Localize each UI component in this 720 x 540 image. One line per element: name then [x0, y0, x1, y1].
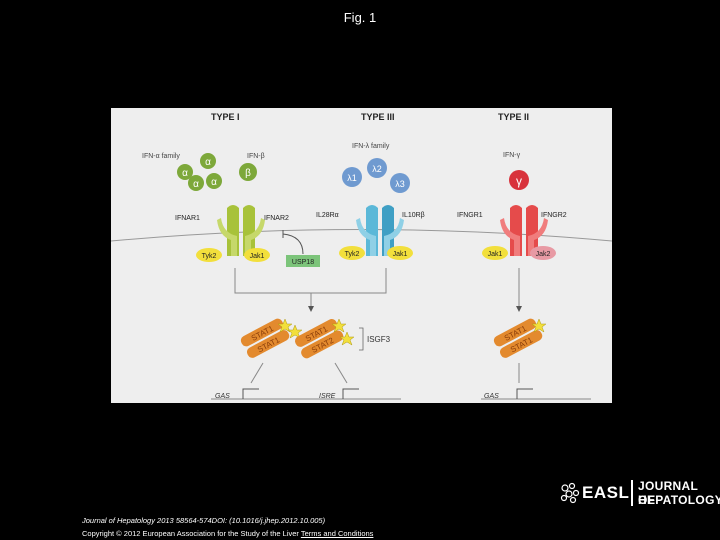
lambda3-ligand: λ3 — [390, 173, 410, 193]
alpha-ligand: α — [188, 175, 204, 191]
jak2-kinase: Jak2 — [530, 246, 556, 260]
ifnar2-label: IFNAR2 — [264, 215, 289, 222]
arrowhead — [516, 306, 522, 312]
jak1-kinase: Jak1 — [482, 246, 508, 260]
stat1-dimer-complex: STAT1 STAT1 — [493, 318, 543, 358]
gamma-ligand: γ — [509, 170, 529, 190]
svg-text:Jak2: Jak2 — [536, 251, 551, 258]
journal-name-line1: JOURNAL OF — [638, 479, 698, 507]
svg-text:USP18: USP18 — [292, 259, 314, 266]
isgf3-bracket — [359, 327, 364, 351]
ifn-alpha-family-label: IFN-α family — [142, 153, 180, 160]
copyright-line: Copyright © 2012 European Association fo… — [82, 527, 373, 540]
ifngr2-label: IFNGR2 — [541, 212, 567, 219]
il28ra-label: IL28Rα — [316, 212, 339, 219]
tyk2-kinase: Tyk2 — [339, 246, 365, 260]
easl-dots-icon — [560, 482, 580, 504]
ifn-lambda-family-label: IFN-λ family — [352, 143, 390, 150]
il10rb-label: IL10Rβ — [402, 212, 425, 219]
jak1-kinase: Jak1 — [244, 248, 270, 262]
alpha-ligand: α — [177, 164, 193, 180]
journal-name-line2: HEPATOLOGY — [638, 493, 720, 507]
phospho-star — [287, 324, 303, 339]
ifnar1-label: IFNAR1 — [175, 215, 200, 222]
interferon-signaling-figure: TYPE I TYPE III TYPE II IFN-α family IFN… — [111, 108, 612, 403]
svg-text:Jak1: Jak1 — [393, 251, 408, 258]
arrow-to-gas — [250, 362, 264, 384]
svg-text:Tyk2: Tyk2 — [345, 251, 360, 258]
terms-link[interactable]: Terms and Conditions — [300, 529, 374, 538]
transcription-arrow — [242, 388, 259, 399]
journal-logo: EASL JOURNAL OF HEPATOLOGY — [560, 478, 720, 508]
type-iii-receptor — [356, 205, 404, 256]
type-iii-header: TYPE III — [361, 112, 395, 122]
slide-title: Fig. 1 — [343, 10, 377, 25]
svg-text:Tyk2: Tyk2 — [202, 253, 217, 260]
usp18-inhibition-arrow — [282, 230, 304, 255]
transcription-arrow — [342, 388, 359, 399]
svg-text:α: α — [211, 177, 217, 188]
easl-wordmark: EASL — [582, 483, 630, 502]
phospho-star — [331, 318, 347, 333]
footer-citation: Journal of Hepatology 2013 58564-574DOI:… — [82, 514, 373, 540]
gas-label: GAS — [484, 393, 499, 400]
arrow-to-isre — [334, 362, 348, 384]
type-i-receptor — [217, 205, 265, 256]
phospho-star — [531, 318, 547, 333]
logo-divider — [631, 480, 633, 506]
copyright-text: Copyright © 2012 European Association fo… — [82, 529, 299, 538]
alpha-ligand: α — [200, 153, 216, 169]
arrowhead — [308, 306, 314, 312]
svg-text:λ3: λ3 — [395, 179, 405, 189]
svg-text:α: α — [182, 168, 188, 179]
beta-ligand: β — [239, 163, 257, 181]
ifn-beta-label: IFN-β — [247, 153, 265, 160]
svg-text:Jak1: Jak1 — [488, 251, 503, 258]
svg-text:α: α — [193, 179, 199, 190]
phospho-star — [277, 318, 293, 333]
type-ii-receptor — [500, 205, 548, 256]
tyk2-kinase: Tyk2 — [196, 248, 222, 262]
svg-text:λ2: λ2 — [372, 164, 382, 174]
lambda1-ligand: λ1 — [342, 167, 362, 187]
usp18-protein: USP18 — [286, 255, 320, 267]
gas-label: GAS — [215, 393, 230, 400]
lambda2-ligand: λ2 — [367, 158, 387, 178]
type-i-header: TYPE I — [211, 112, 240, 122]
svg-text:β: β — [245, 168, 251, 179]
transcription-arrow — [516, 388, 533, 399]
type-ii-header: TYPE II — [498, 112, 529, 122]
jak1-kinase: Jak1 — [387, 246, 413, 260]
journal-citation: Journal of Hepatology 2013 58564-574DOI:… — [82, 516, 326, 525]
type-i-iii-signal-line — [234, 268, 387, 308]
svg-text:α: α — [205, 157, 211, 168]
isgf3-label: ISGF3 — [367, 335, 391, 344]
svg-text:Jak1: Jak1 — [250, 253, 265, 260]
isre-label: ISRE — [319, 393, 336, 400]
svg-text:γ: γ — [516, 174, 522, 188]
ifn-gamma-label: IFN-γ — [503, 152, 521, 159]
alpha-ligand: α — [206, 173, 222, 189]
phospho-star — [339, 331, 355, 346]
ifngr1-label: IFNGR1 — [457, 212, 483, 219]
svg-text:λ1: λ1 — [347, 173, 357, 183]
